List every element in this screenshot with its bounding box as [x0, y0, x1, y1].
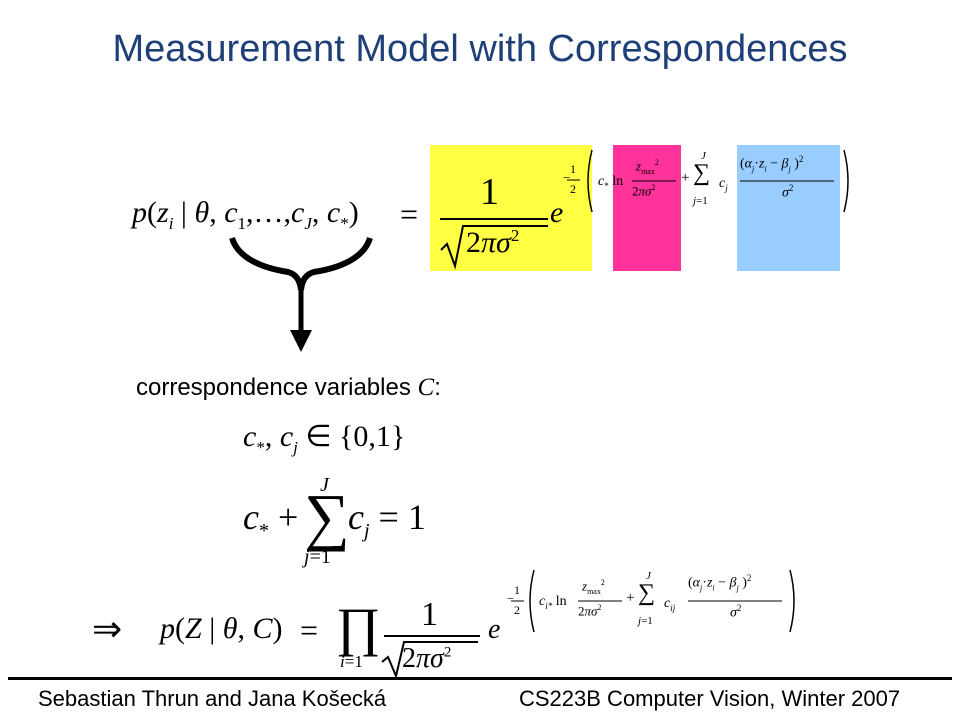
joint-exp-zmax-num: zmax2 — [582, 578, 605, 596]
exp-left-paren — [587, 149, 593, 213]
joint-likelihood-lhs: p(Z | θ, C) — [160, 612, 283, 645]
joint-exp-half-den: 2 — [514, 603, 520, 617]
sum-constraint-rhs: cj = 1 — [348, 497, 426, 543]
brace-arrow-head — [290, 330, 312, 352]
exp-sum-sigma: ∑ — [693, 160, 711, 186]
exp-minus: − — [563, 170, 571, 185]
joint-exp-feature-coef: cij — [664, 596, 676, 613]
feature-term-highlight — [737, 145, 840, 271]
joint-exp-feature-num: (αj·zi − βj )2 — [688, 573, 752, 593]
slide-title: Measurement Model with Correspondences — [112, 28, 848, 70]
joint-exp-half-num: 1 — [514, 583, 520, 597]
joint-equals: = — [300, 612, 319, 648]
product-lower: i=1 — [340, 652, 363, 671]
joint-exp-right-paren — [789, 569, 795, 633]
footer-authors: Sebastian Thrun and Jana Košecká — [38, 686, 387, 711]
exp-half-num: 1 — [570, 162, 576, 176]
sum-constraint-upper: J — [320, 474, 329, 496]
exp-feature-den: σ2 — [782, 183, 794, 201]
footer-divider — [8, 677, 952, 680]
joint-exp-plus: + — [626, 590, 635, 606]
normalizer-denominator: 2πσ2 — [466, 226, 520, 259]
normalizer-highlight — [430, 145, 592, 271]
likelihood-lhs: p(zi | θ, c1,…,cJ, c*) — [132, 196, 359, 233]
exp-right-paren — [843, 149, 849, 213]
joint-exp-sum-lower: j=1 — [638, 615, 653, 627]
exp-sum-upper: J — [701, 150, 706, 162]
joint-normalizer-radical — [381, 641, 478, 680]
exp-zmax-den: 2πσ2 — [632, 183, 656, 199]
sum-constraint-sigma: ∑ — [304, 481, 350, 552]
exp-zmax-num: zmax2 — [636, 158, 659, 176]
exp-half-den: 2 — [570, 182, 576, 196]
joint-normalizer-num: 1 — [421, 596, 438, 633]
joint-exp-sum-sigma: ∑ — [638, 580, 656, 606]
exp-feature-num: (αj·zi − βj )2 — [740, 154, 804, 174]
membership-constraint: c*, cj ∈ {0,1} — [243, 420, 406, 457]
joint-exp-minus: − — [507, 591, 515, 606]
footer-course: CS223B Computer Vision, Winter 2007 — [519, 686, 901, 711]
joint-exp-zmax-den: 2πσ2 — [578, 603, 602, 619]
sum-constraint-lower: j=1 — [304, 546, 331, 568]
normalizer-radical — [440, 225, 548, 270]
exp-outlier-coef: c* ln — [598, 174, 624, 191]
exp-sum-lower: j=1 — [693, 195, 708, 207]
sum-constraint-lhs: c* + — [243, 497, 299, 543]
joint-exp-base-e: e — [488, 614, 501, 645]
implies-arrow: ⇒ — [92, 609, 123, 649]
argument-brace — [229, 236, 373, 291]
normalizer-numerator: 1 — [480, 171, 499, 213]
product-symbol: ∏ — [336, 597, 381, 657]
joint-exp-outlier-coef: ci* ln — [539, 594, 567, 611]
exp-plus: + — [681, 170, 690, 186]
joint-normalizer-den: 2πσ2 — [402, 643, 452, 674]
outlier-term-highlight — [613, 145, 681, 271]
equals-sign: = — [400, 196, 419, 232]
joint-exp-left-paren — [529, 569, 535, 633]
joint-exp-feature-den: σ2 — [730, 603, 742, 621]
exp-base-e: e — [550, 196, 564, 229]
correspondence-label: correspondence variables C: — [136, 374, 441, 401]
joint-exp-sum-upper: J — [646, 570, 651, 582]
exp-feature-coef: cj — [719, 176, 728, 193]
